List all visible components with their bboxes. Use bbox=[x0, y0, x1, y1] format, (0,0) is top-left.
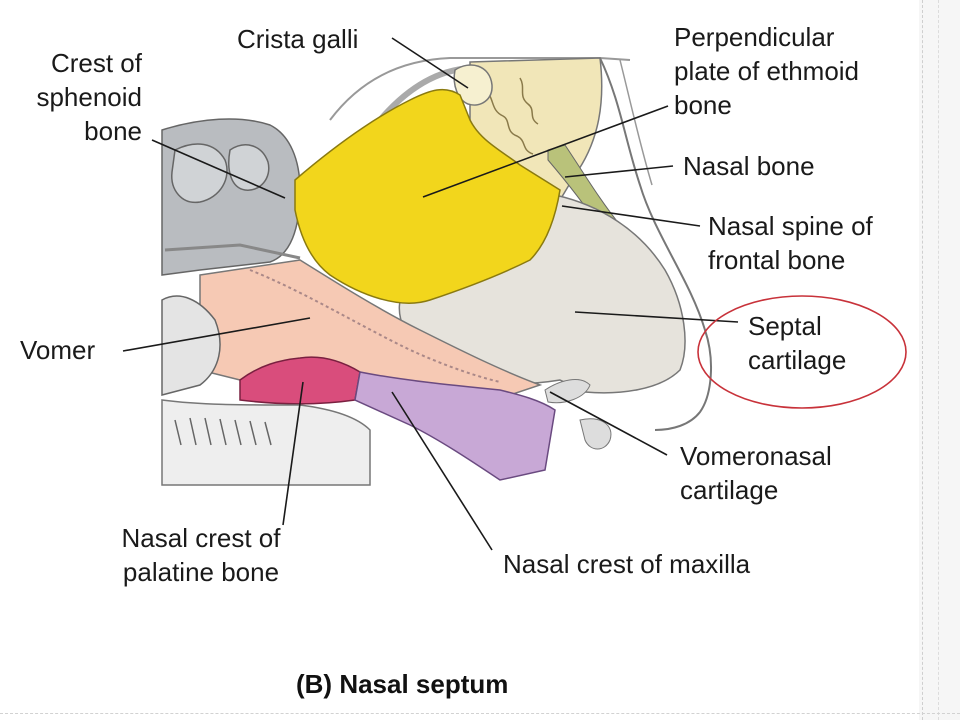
label-line: Crest of bbox=[50, 48, 142, 78]
maxilla-crest-shape bbox=[354, 371, 556, 481]
label-line: Septal bbox=[748, 311, 822, 341]
margin-divider bbox=[922, 0, 923, 720]
label-line: sphenoid bbox=[36, 82, 142, 112]
skull-outline bbox=[329, 57, 631, 121]
label-nasal-crest-of-palatine-bone: Nasal crest of palatine bone bbox=[96, 521, 306, 589]
palatine-crest-shape bbox=[239, 356, 361, 405]
figure-caption: (B) Nasal septum bbox=[296, 669, 509, 699]
label-nasal-spine-of-frontal-bone: Nasal spine of frontal bone bbox=[708, 209, 873, 277]
label-crest-of-sphenoid-bone: Crest of sphenoid bone bbox=[10, 46, 142, 148]
label-line: Vomeronasal bbox=[680, 441, 832, 471]
highlight-ellipse bbox=[697, 295, 907, 409]
label-line: cartilage bbox=[680, 475, 779, 505]
label-vomeronasal-cartilage: Vomeronasal cartilage bbox=[680, 439, 832, 507]
label-line: palatine bone bbox=[122, 557, 280, 587]
label-crista-galli: Crista galli bbox=[237, 24, 359, 54]
crista-galli bbox=[453, 64, 493, 106]
leader-lines bbox=[122, 37, 739, 551]
label-line: bone bbox=[84, 116, 142, 146]
label-vomer: Vomer bbox=[20, 335, 96, 365]
label-line: frontal bone bbox=[708, 245, 846, 275]
label-line: cartilage bbox=[748, 345, 847, 375]
label-line: plate of ethmoid bbox=[674, 56, 860, 86]
nose-outline bbox=[599, 57, 713, 431]
label-line: Nasal spine of bbox=[708, 211, 873, 241]
slide-right-margin bbox=[919, 0, 960, 720]
label-line: Perpendicular bbox=[674, 22, 835, 52]
margin-divider bbox=[938, 0, 939, 720]
label-nasal-crest-of-maxilla: Nasal crest of maxilla bbox=[503, 549, 751, 579]
label-septal-cartilage: Septal cartilage bbox=[748, 309, 846, 377]
ethmoid-plate-shape bbox=[294, 88, 561, 304]
label-line: bone bbox=[674, 90, 732, 120]
palate-region bbox=[161, 295, 221, 396]
label-perpendicular-plate: Perpendicular plate of ethmoid bone bbox=[674, 20, 859, 122]
vomeronasal-cartilage-shape bbox=[544, 379, 591, 404]
label-line: Nasal crest of bbox=[121, 523, 281, 553]
label-nasal-bone: Nasal bone bbox=[683, 151, 815, 181]
bottom-divider bbox=[0, 713, 960, 714]
